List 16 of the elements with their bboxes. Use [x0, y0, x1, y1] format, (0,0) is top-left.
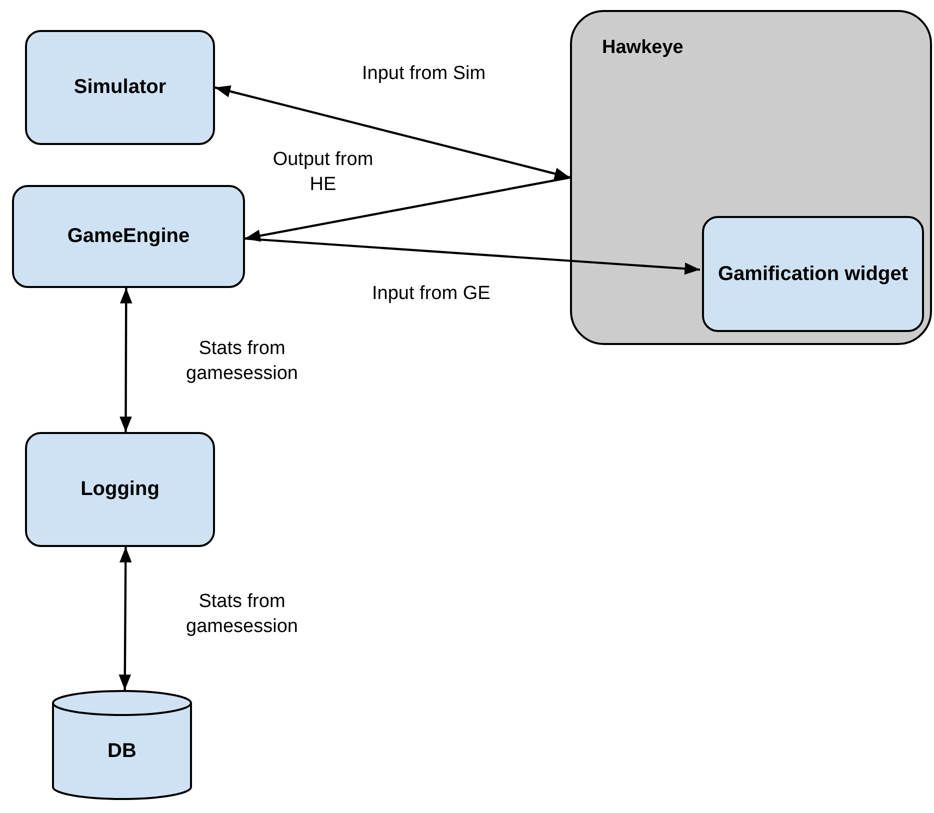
node-label: GameEngine [67, 224, 190, 249]
node-label: DB [108, 738, 136, 764]
arrow [244, 176, 570, 242]
process-box [702, 216, 924, 332]
node-label: Gamification widget [718, 262, 908, 286]
arrow [214, 85, 570, 180]
node-label: Logging [80, 477, 160, 502]
process-box [12, 185, 245, 288]
process-box [25, 30, 215, 145]
container-panel [570, 10, 932, 345]
node-label: Simulator [74, 75, 166, 100]
arrow [120, 288, 132, 432]
arrow [244, 237, 700, 275]
process-box [25, 432, 215, 547]
arrow [118, 547, 132, 690]
group-title: Hawkeye [602, 36, 684, 60]
